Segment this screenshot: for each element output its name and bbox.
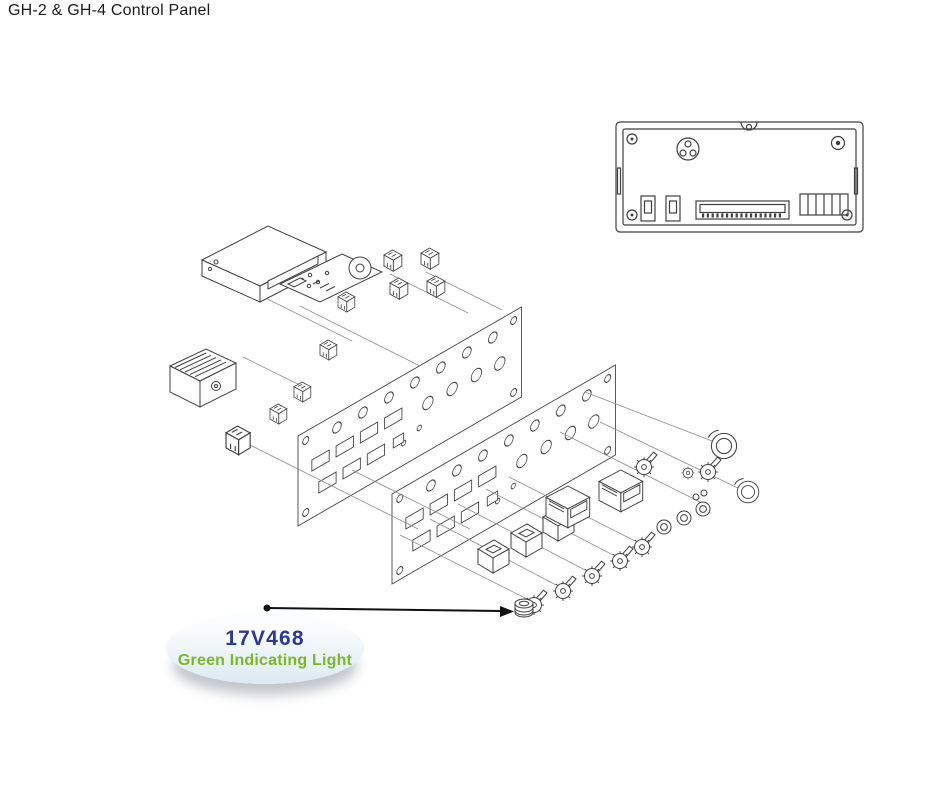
- rear-view-inset: [615, 121, 864, 233]
- connector-plug: [225, 425, 251, 456]
- panel-plates: [297, 306, 616, 585]
- part-name: Green Indicating Light: [177, 651, 353, 669]
- connector-plug: [383, 249, 403, 272]
- page-title: GH-2 & GH-4 Control Panel: [8, 2, 211, 19]
- connector-plug: [337, 291, 356, 313]
- toggle-switch: [581, 560, 606, 587]
- screw-icon: [830, 135, 846, 151]
- green-indicating-light: [514, 598, 534, 618]
- connector-plug: [426, 275, 446, 298]
- button-cap: [695, 501, 711, 517]
- part-callout: 17V468 Green Indicating Light: [166, 612, 364, 684]
- push-button: [734, 478, 760, 504]
- toggle-switch: [631, 531, 656, 558]
- rocker-switch: [510, 523, 543, 558]
- connector-plug: [389, 277, 409, 300]
- connector-socket: [665, 195, 681, 222]
- toggle-switch: [552, 575, 577, 602]
- button-cap: [656, 519, 672, 535]
- connector-plug: [420, 247, 440, 270]
- relay-block: [168, 348, 238, 408]
- circuit-board: [278, 253, 384, 303]
- push-button: [707, 429, 738, 460]
- rocker-switch: [477, 539, 510, 574]
- connector-socket: [640, 195, 656, 222]
- connector-plug: [319, 339, 338, 361]
- leader-lines: [204, 267, 741, 600]
- part-number: 17V468: [225, 626, 305, 650]
- toggle-switch: [633, 451, 658, 478]
- front-components: [477, 429, 760, 618]
- power-inlet: [676, 137, 700, 161]
- ribbon-connector: [695, 200, 790, 220]
- washer: [692, 493, 700, 501]
- toggle-switch: [609, 545, 634, 572]
- panel-meter: [598, 469, 644, 513]
- washer: [700, 489, 708, 497]
- button-cap: [676, 510, 692, 526]
- connector-plug: [269, 403, 288, 425]
- rear-components: [168, 225, 446, 456]
- connector-plug: [293, 381, 312, 403]
- knurled-nut: [681, 466, 695, 480]
- callout-arrow: [263, 604, 514, 617]
